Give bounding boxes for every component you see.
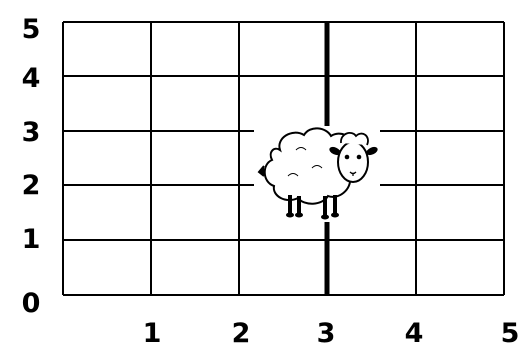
x-tick-2: 2	[232, 318, 251, 348]
y-tick-2: 2	[22, 170, 41, 201]
y-tick-1: 1	[22, 224, 41, 255]
sheep-icon	[254, 126, 380, 222]
x-tick-1: 1	[143, 318, 162, 348]
y-tick-3: 3	[22, 117, 41, 148]
x-tick-3: 3	[317, 318, 336, 348]
y-tick-5: 5	[22, 14, 41, 45]
y-tick-0: 0	[22, 288, 41, 319]
y-tick-4: 4	[22, 63, 41, 94]
x-tick-4: 4	[405, 318, 424, 348]
x-tick-5: 5	[501, 318, 520, 348]
